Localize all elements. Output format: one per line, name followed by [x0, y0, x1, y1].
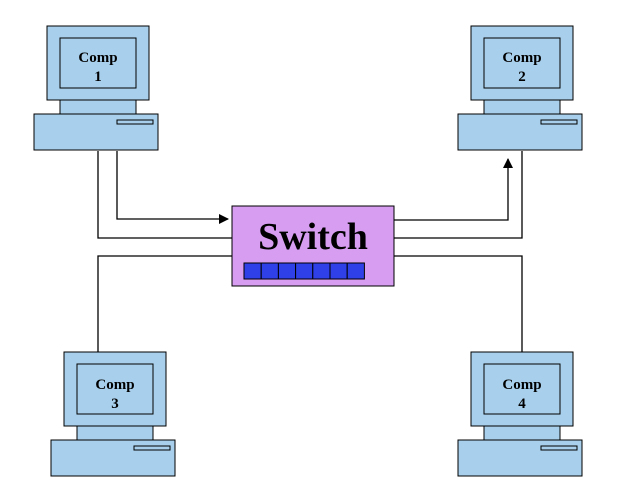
screen [483, 37, 561, 89]
computer-label-line2: 1 [94, 69, 102, 85]
switch-port [277, 262, 297, 280]
switch-label: Switch [258, 216, 368, 258]
monitor-neck [76, 425, 154, 441]
switch[interactable]: Switch [231, 205, 395, 287]
computer-3[interactable]: Comp 3 [50, 351, 176, 477]
computer-label-line1: Comp [502, 377, 541, 393]
link-comp1-switch [97, 151, 232, 239]
arrow-comp1-to-switch [116, 151, 229, 224]
screen [483, 363, 561, 415]
drive-slot [540, 445, 578, 451]
computer-label-line2: 2 [518, 69, 526, 85]
switch-port [329, 262, 348, 280]
base-unit [33, 113, 159, 151]
computer-label-line2: 4 [518, 396, 526, 412]
switch-port [312, 262, 331, 280]
monitor-neck [483, 425, 561, 441]
computer-4[interactable]: Comp 4 [457, 351, 583, 477]
link-switch-comp4 [394, 255, 523, 352]
screen [59, 37, 137, 89]
drive-slot [133, 445, 171, 451]
computer-1[interactable]: Comp 1 [33, 25, 159, 151]
monitor-neck [59, 99, 137, 115]
computer-label-line2: 3 [111, 396, 119, 412]
screen [76, 363, 154, 415]
base-unit [457, 113, 583, 151]
computer-label-line1: Comp [502, 50, 541, 66]
base-unit [50, 439, 176, 477]
drive-slot [540, 119, 578, 125]
switch-ports [243, 262, 365, 280]
base-unit [457, 439, 583, 477]
drive-slot [116, 119, 154, 125]
computer-label-line1: Comp [95, 377, 134, 393]
link-switch-comp2 [394, 151, 523, 239]
switch-port [243, 262, 262, 280]
computer-label-line1: Comp [78, 50, 117, 66]
monitor-neck [483, 99, 561, 115]
arrow-switch-to-comp2 [394, 158, 513, 221]
computer-2[interactable]: Comp 2 [457, 25, 583, 151]
connections [97, 151, 523, 352]
switch-port [295, 262, 314, 280]
switch-port [346, 262, 365, 280]
link-switch-comp3 [97, 255, 232, 352]
switch-port [260, 262, 279, 280]
